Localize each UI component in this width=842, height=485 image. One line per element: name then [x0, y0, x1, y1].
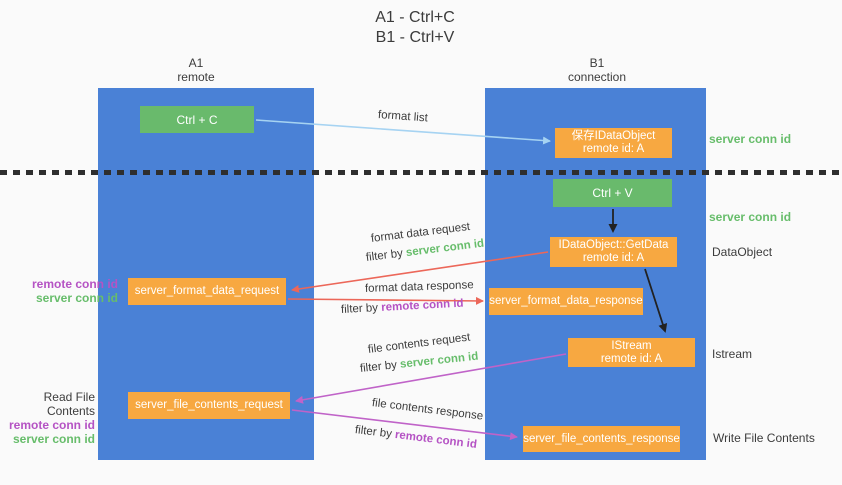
label-dataobject: DataObject: [712, 245, 773, 259]
server-conn-id-label: server conn id: [12, 432, 95, 446]
server-conn-id-term: server conn id: [399, 350, 479, 371]
node-getdata-line1: IDataObject::GetData: [558, 239, 669, 251]
node-server-file-contents-response-label: server_file_contents_response: [523, 432, 680, 445]
label-format-list: format list: [377, 109, 429, 125]
title-line-1: A1 - Ctrl+C: [375, 9, 455, 26]
lane-a1-role: remote: [177, 70, 215, 84]
label-istream: Istream: [712, 347, 753, 361]
node-server-format-data-request-label: server_format_data_request: [134, 285, 280, 297]
node-ctrl-v: Ctrl + V: [553, 179, 672, 207]
node-getdata: IDataObject::GetData remote id: A: [550, 237, 677, 267]
filter-by-text: filter by: [354, 424, 393, 441]
node-server-file-contents-request: server_file_contents_request: [128, 392, 290, 419]
title-line-2: B1 - Ctrl+V: [375, 29, 455, 46]
diagram-title: A1 - Ctrl+C B1 - Ctrl+V: [315, 8, 515, 48]
lane-a1-name: A1: [188, 56, 204, 70]
node-ctrl-c-label: Ctrl + C: [176, 112, 218, 127]
filter-by-text: filter by: [365, 247, 404, 264]
lane-header-b1: B1 connection: [542, 56, 652, 84]
read-file-contents-label: Read File Contents: [43, 390, 95, 418]
node-server-file-contents-request-label: server_file_contents_request: [135, 399, 283, 411]
node-istream-line2: remote id: A: [600, 352, 663, 365]
node-server-format-data-response: server_format_data_response: [489, 288, 643, 315]
server-conn-id-term: server conn id: [405, 237, 485, 260]
node-save-idataobject: 保存IDataObject remote id: A: [555, 128, 672, 158]
label-file-contents-response: file contents response: [371, 397, 484, 423]
node-server-file-contents-response: server_file_contents_response: [523, 426, 680, 452]
file-request-conn-id-block: Read File Contents remote conn id server…: [0, 390, 95, 446]
node-istream: IStream remote id: A: [568, 338, 695, 367]
node-server-format-data-response-label: server_format_data_response: [489, 295, 643, 307]
format-request-conn-id-block: remote conn id server conn id: [10, 277, 118, 305]
remote-conn-id-label: remote conn id: [31, 277, 118, 291]
node-save-idataobject-line1: 保存IDataObject: [571, 130, 656, 142]
filter-by-text: filter by: [359, 359, 398, 375]
label-write-file-contents: Write File Contents: [713, 431, 815, 445]
label-format-data-response: format data response: [364, 279, 474, 295]
phase-separator-line: [0, 170, 842, 175]
label-server-conn-id-mid: server conn id: [709, 210, 792, 224]
lane-b1-role: connection: [567, 70, 627, 84]
node-ctrl-v-label: Ctrl + V: [592, 186, 633, 200]
lane-b1-name: B1: [589, 56, 605, 70]
node-getdata-line2: remote id: A: [582, 252, 645, 264]
server-conn-id-label: server conn id: [35, 291, 118, 305]
lane-header-a1: A1 remote: [141, 56, 251, 84]
remote-conn-id-term: remote conn id: [394, 428, 478, 451]
label-server-conn-id-top: server conn id: [709, 132, 792, 146]
filter-by-text: filter by: [340, 302, 379, 316]
label-filter-by-remote-conn-id-1: filter by remote conn id: [341, 298, 464, 316]
label-filter-by-remote-conn-id-2: filter by remote conn id: [354, 424, 477, 451]
node-server-format-data-request: server_format_data_request: [128, 278, 286, 305]
node-save-idataobject-line2: remote id: A: [582, 143, 645, 155]
remote-conn-id-label: remote conn id: [8, 418, 95, 432]
node-ctrl-c: Ctrl + C: [140, 106, 254, 133]
node-istream-line1: IStream: [611, 339, 652, 352]
remote-conn-id-term: remote conn id: [380, 297, 464, 314]
